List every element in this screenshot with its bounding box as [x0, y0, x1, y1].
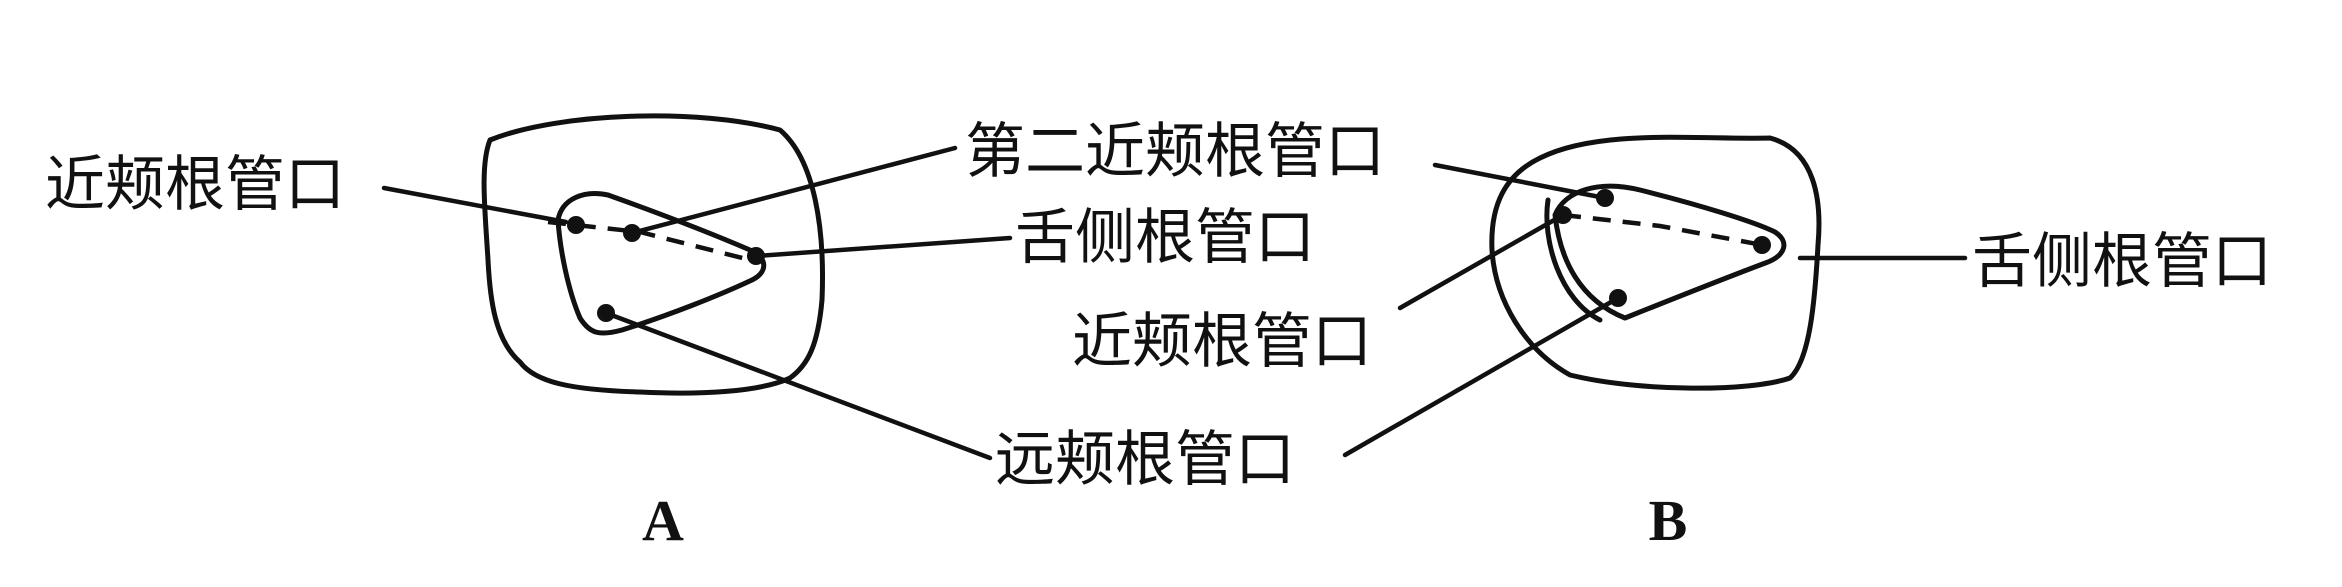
tooth-a-crown-outline: [481, 113, 825, 396]
tooth-b-palatal-orifice: [1753, 236, 1771, 254]
tooth-a: 近颊根管口 第二近颊根管口 舌侧根管口 远颊根管口 A: [45, 113, 1385, 553]
tooth-a-mesiobuccal-orifice: [567, 216, 585, 234]
tooth-b: 舌侧根管口 近颊根管口 B: [1072, 134, 2272, 553]
tooth-a-distobuccal-label: 远颊根管口: [995, 425, 1295, 495]
tooth-a-mesiobuccal-leader: [381, 185, 569, 225]
tooth-a-second-mesiobuccal-leader: [629, 145, 958, 236]
tooth-b-second-mesiobuccal-leader: [1432, 162, 1608, 201]
tooth-b-palatal-label: 舌侧根管口: [1972, 227, 2272, 297]
tooth-a-caption: A: [642, 488, 684, 553]
tooth-b-inner-curve: [1544, 197, 1603, 323]
tooth-b-caption: B: [1649, 488, 1688, 553]
tooth-a-palatal-leader: [753, 235, 1013, 259]
tooth-b-mesiobuccal-label: 近颊根管口: [1072, 307, 1372, 377]
tooth-b-distobuccal-leader: [1342, 295, 1621, 458]
tooth-a-second-mesiobuccal-label: 第二近颊根管口: [965, 117, 1385, 187]
tooth-a-pulp-chamber-outline: [555, 191, 767, 336]
tooth-a-palatal-label: 舌侧根管口: [1015, 203, 1315, 273]
tooth-a-distobuccal-leader: [603, 310, 993, 461]
tooth-a-mesiobuccal-label: 近颊根管口: [45, 150, 345, 220]
tooth-b-mesiobuccal-leader: [1397, 212, 1566, 311]
tooth-b-crown-outline: [1489, 134, 1822, 391]
tooth-b-pulp-chamber-outline: [1552, 183, 1787, 321]
tooth-b-groove-dashed-line: [1562, 212, 1769, 249]
